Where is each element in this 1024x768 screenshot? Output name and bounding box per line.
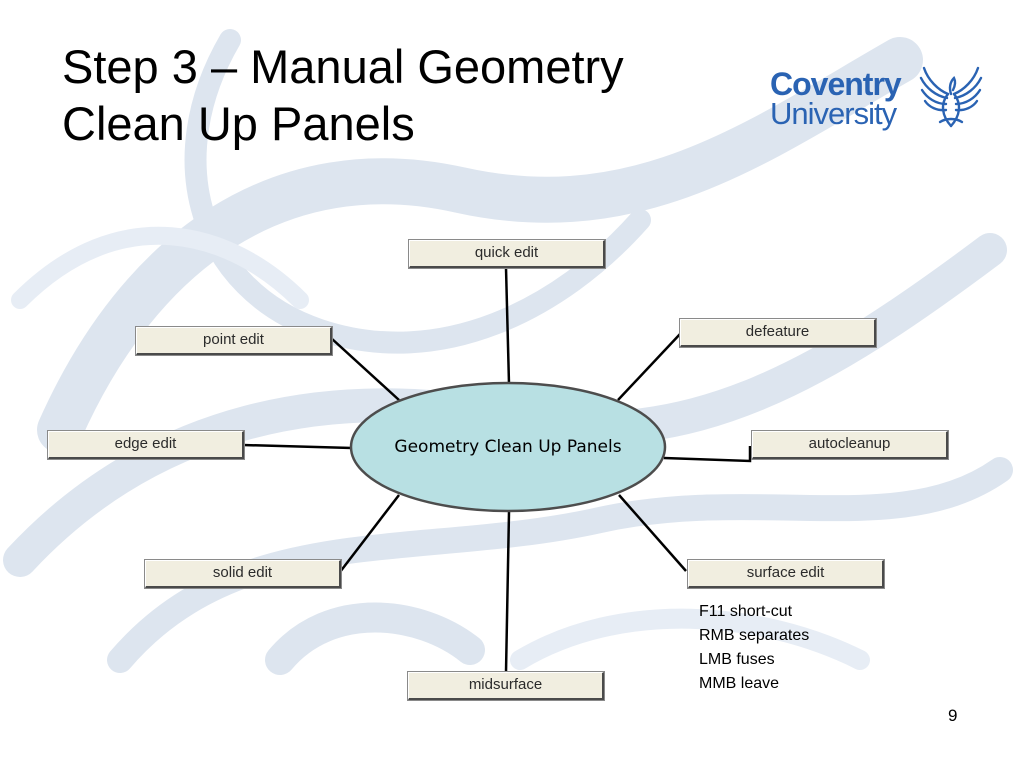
note-line: MMB leave bbox=[699, 675, 780, 692]
swoosh-stroke bbox=[510, 608, 870, 670]
connector-solid-edit bbox=[339, 494, 400, 573]
note-line: F11 short-cut bbox=[699, 603, 793, 620]
panel-quick-edit[interactable]: quick edit bbox=[408, 239, 606, 269]
panel-surface-edit[interactable]: surface edit bbox=[687, 559, 885, 589]
slide-title-line-2: Clean Up Panels bbox=[62, 97, 415, 150]
connector-defeature bbox=[617, 332, 682, 401]
connector-quick-edit bbox=[504, 267, 511, 385]
phoenix-icon bbox=[919, 66, 983, 128]
coventry-university-logo: Coventry University bbox=[764, 62, 986, 134]
connector-surface-edit bbox=[618, 494, 687, 572]
swoosh-stroke bbox=[11, 226, 309, 309]
panel-point-edit[interactable]: point edit bbox=[135, 326, 333, 356]
connector-edge-edit bbox=[242, 443, 353, 450]
slide-title: Step 3 – Manual Geometry Clean Up Panels bbox=[62, 38, 624, 152]
logo-text-coventry: Coventry bbox=[770, 66, 902, 102]
connector-autocleanup bbox=[663, 446, 752, 463]
hub-label: Geometry Clean Up Panels bbox=[394, 437, 622, 457]
panel-autocleanup[interactable]: autocleanup bbox=[751, 430, 949, 460]
panel-midsurface[interactable]: midsurface bbox=[407, 671, 605, 701]
shortcut-notes: F11 short-cut RMB separates LMB fuses MM… bbox=[699, 600, 809, 696]
logo-text-university: University bbox=[770, 96, 897, 131]
note-line: RMB separates bbox=[699, 627, 810, 644]
connector-point-edit bbox=[330, 337, 400, 401]
panel-defeature[interactable]: defeature bbox=[679, 318, 877, 348]
panel-solid-edit[interactable]: solid edit bbox=[144, 559, 342, 589]
hub-ellipse bbox=[349, 381, 667, 513]
slide-title-line-1: Step 3 – Manual Geometry bbox=[62, 40, 624, 93]
connector-midsurface bbox=[504, 511, 511, 673]
page-number: 9 bbox=[948, 706, 958, 725]
swoosh-stroke bbox=[37, 37, 923, 453]
swoosh-stroke bbox=[265, 602, 485, 675]
note-line: LMB fuses bbox=[699, 651, 775, 668]
panel-edge-edit[interactable]: edge edit bbox=[47, 430, 245, 460]
